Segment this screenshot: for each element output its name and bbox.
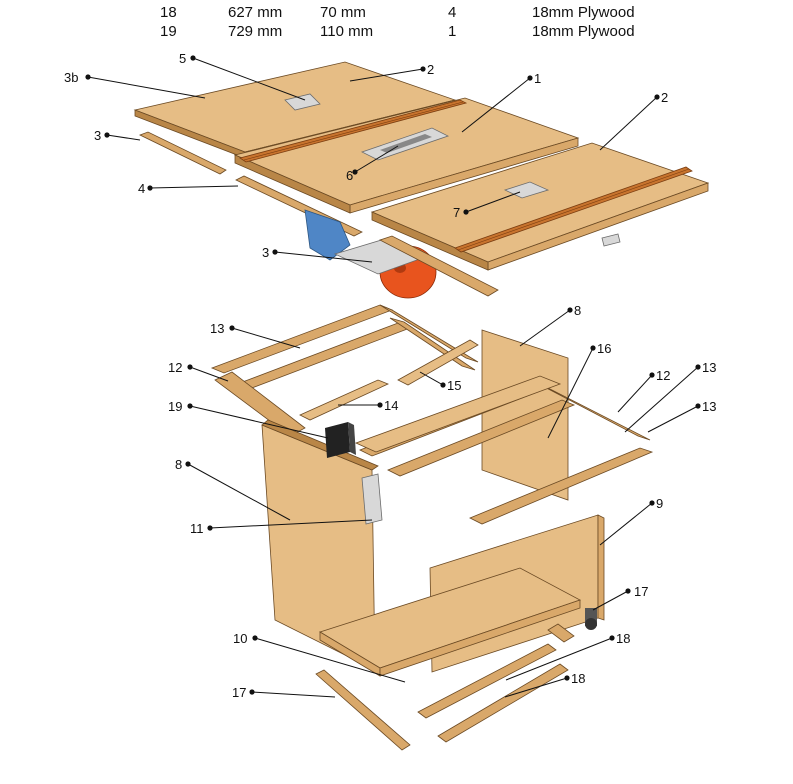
callout-label: 10 — [233, 631, 247, 646]
router-mount — [361, 473, 383, 525]
runner-17 — [315, 669, 411, 751]
callout-label: 17 — [634, 584, 648, 599]
part-number: 18 — [160, 4, 177, 21]
callout-label: 11 — [190, 521, 204, 536]
callout-label: 3 — [94, 128, 101, 143]
part-quantity: 1 — [448, 23, 457, 40]
insert-plate — [333, 235, 499, 297]
callout-leaders — [87, 57, 699, 698]
callout-label: 2 — [427, 62, 434, 77]
callout-label: 3 — [262, 245, 269, 260]
callout-label: 15 — [447, 378, 461, 393]
runner-17-right — [547, 623, 575, 643]
bottom-panel — [319, 567, 582, 677]
runner-18a — [417, 643, 557, 719]
main-table-top — [233, 97, 580, 214]
callout-label: 13 — [702, 399, 716, 414]
front-panel-edge — [597, 514, 605, 621]
callout-label: 8 — [175, 457, 182, 472]
part-width: 110 mm — [320, 23, 374, 40]
part-quantity: 4 — [448, 4, 457, 21]
front-strip-top — [138, 131, 227, 175]
part-number: 19 — [160, 23, 177, 40]
parts-table: 18 627 mm 70 mm 4 18mm Plywood 19 729 mm… — [0, 0, 793, 46]
callout-label: 7 — [453, 205, 460, 220]
part-length: 627 mm — [228, 4, 283, 21]
table-row: 19 729 mm 110 mm 1 18mm Plywood — [0, 23, 793, 43]
top-right-extension — [370, 142, 710, 271]
callout-label: 6 — [346, 168, 353, 183]
part-material: 18mm Plywood — [532, 4, 635, 21]
runner-18b — [437, 663, 569, 743]
part-material: 18mm Plywood — [532, 23, 635, 40]
switch-box — [325, 422, 356, 458]
callout-dots — [85, 55, 701, 695]
callout-label: 17 — [232, 685, 246, 700]
callout-labels: 3b 5 2 1 2 3 4 6 7 3 8 16 13 12 12 13 13… — [64, 51, 716, 700]
callout-label: 4 — [138, 181, 145, 196]
callout-label: 3b — [64, 70, 78, 85]
caster-wheel — [585, 608, 597, 630]
part-width: 70 mm — [320, 4, 366, 21]
upper-frame — [210, 304, 479, 437]
callout-label: 8 — [574, 303, 581, 318]
part-length: 729 mm — [228, 23, 283, 40]
table-row: 18 627 mm 70 mm 4 18mm Plywood — [0, 4, 793, 24]
callout-label: 9 — [656, 496, 663, 511]
callout-label: 18 — [571, 671, 585, 686]
callout-label: 13 — [210, 321, 224, 336]
callout-label: 5 — [179, 51, 186, 66]
callout-label: 1 — [534, 71, 541, 86]
callout-label: 16 — [597, 341, 611, 356]
callout-label: 13 — [702, 360, 716, 375]
callout-label: 18 — [616, 631, 630, 646]
right-frame — [354, 375, 654, 525]
callout-label: 2 — [661, 90, 668, 105]
callout-label: 19 — [168, 399, 182, 414]
callout-label: 12 — [656, 368, 670, 383]
callout-label: 12 — [168, 360, 182, 375]
callout-label: 14 — [384, 398, 398, 413]
